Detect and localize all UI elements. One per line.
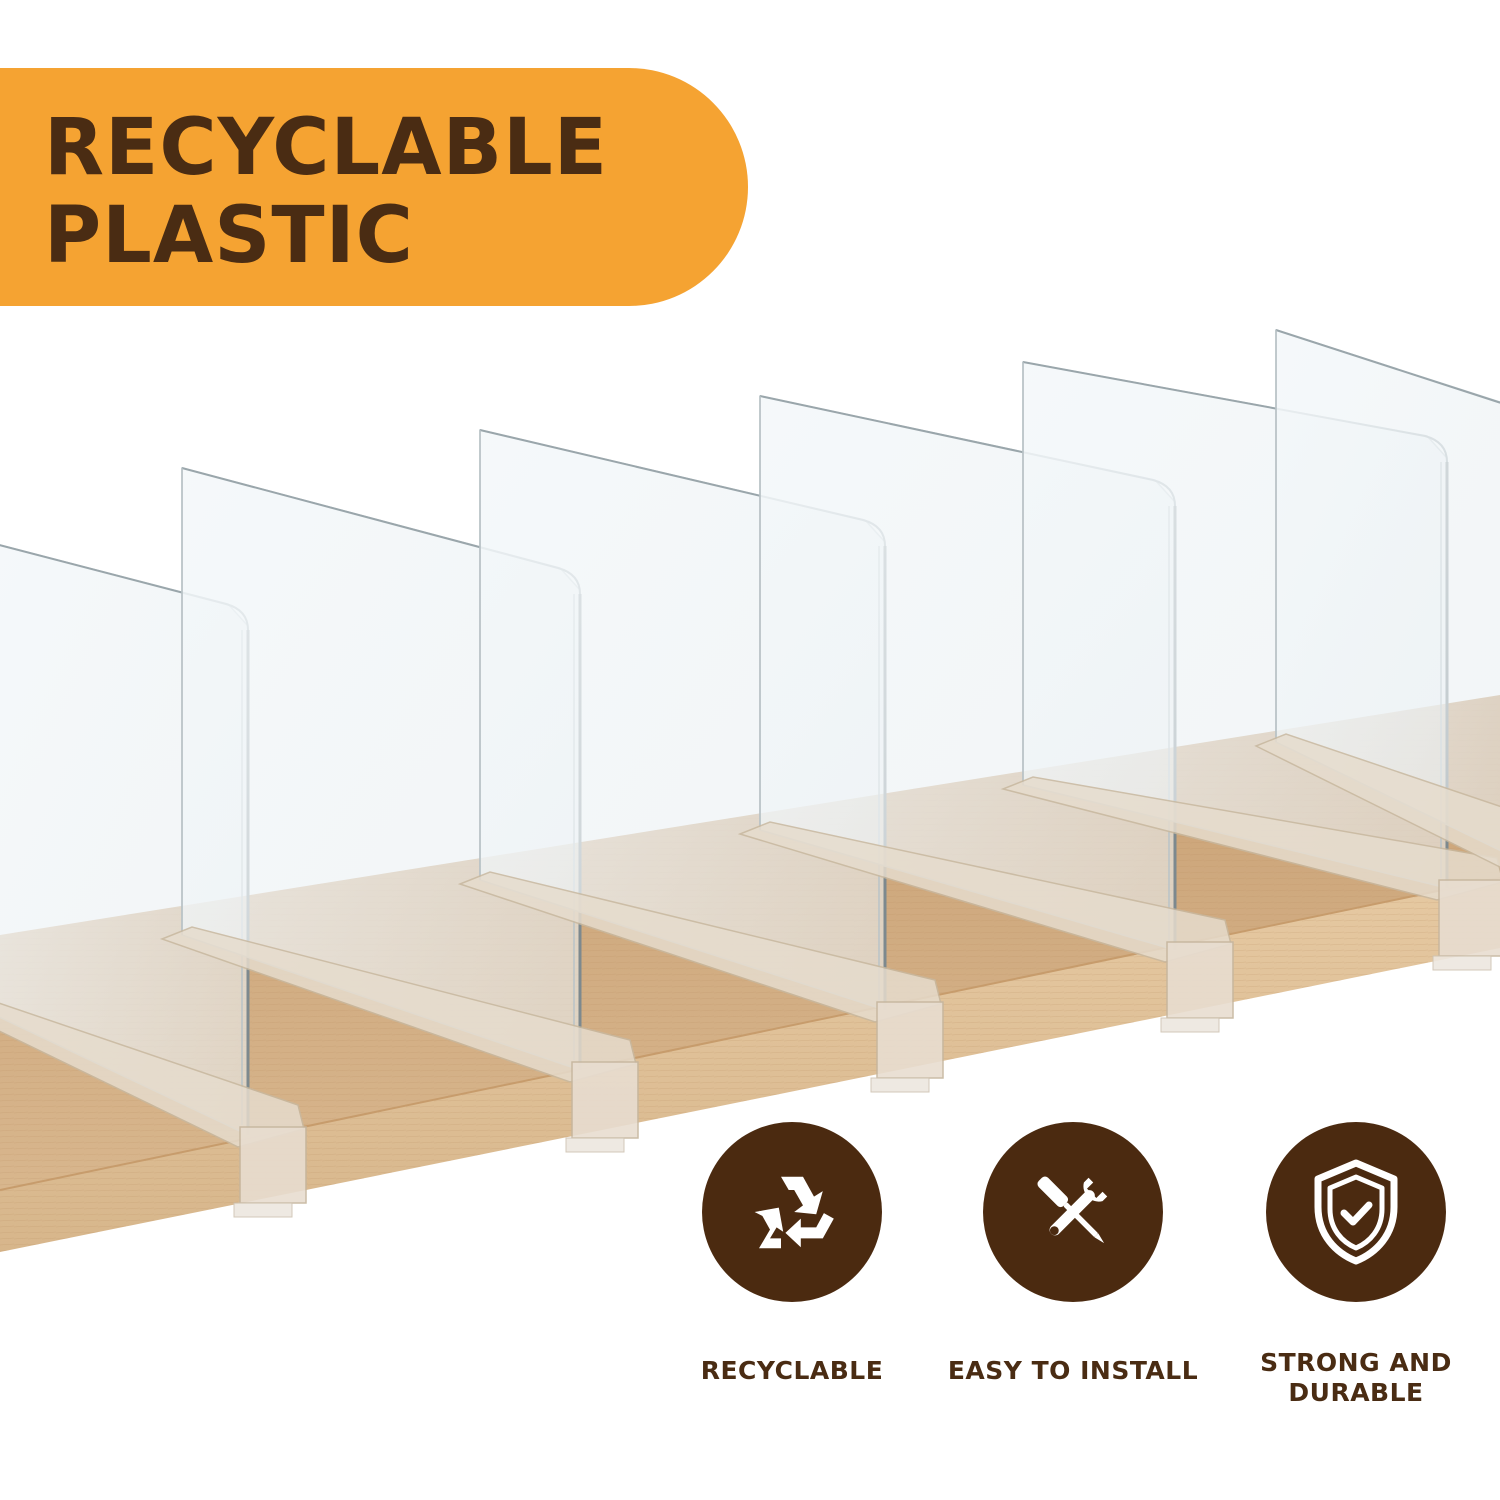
feature-label-easy-install: EASY TO INSTALL (947, 1356, 1199, 1385)
feature-label-recyclable: RECYCLABLE (700, 1356, 884, 1385)
feature-recyclable: RECYCLABLE (642, 1122, 942, 1386)
headline-line-2: PLASTIC (44, 191, 414, 281)
feature-strong-durable: STRONG AND DURABLE (1206, 1122, 1500, 1408)
headline-title: RECYCLABLE PLASTIC (44, 104, 608, 280)
feature-label-strong-durable: STRONG AND DURABLE (1260, 1348, 1452, 1407)
feature-easy-install: EASY TO INSTALL (923, 1122, 1223, 1386)
recycle-badge (702, 1122, 882, 1302)
shield-check-icon (1314, 1159, 1398, 1265)
tools-badge (983, 1122, 1163, 1302)
headline-line-1: RECYCLABLE (44, 103, 609, 193)
acrylic-dividers (0, 328, 1500, 1218)
recycle-icon (754, 1176, 834, 1249)
tools-icon (1037, 1176, 1108, 1244)
headline-banner (0, 68, 748, 306)
shield-badge (1266, 1122, 1446, 1302)
divider-6 (1254, 328, 1500, 868)
